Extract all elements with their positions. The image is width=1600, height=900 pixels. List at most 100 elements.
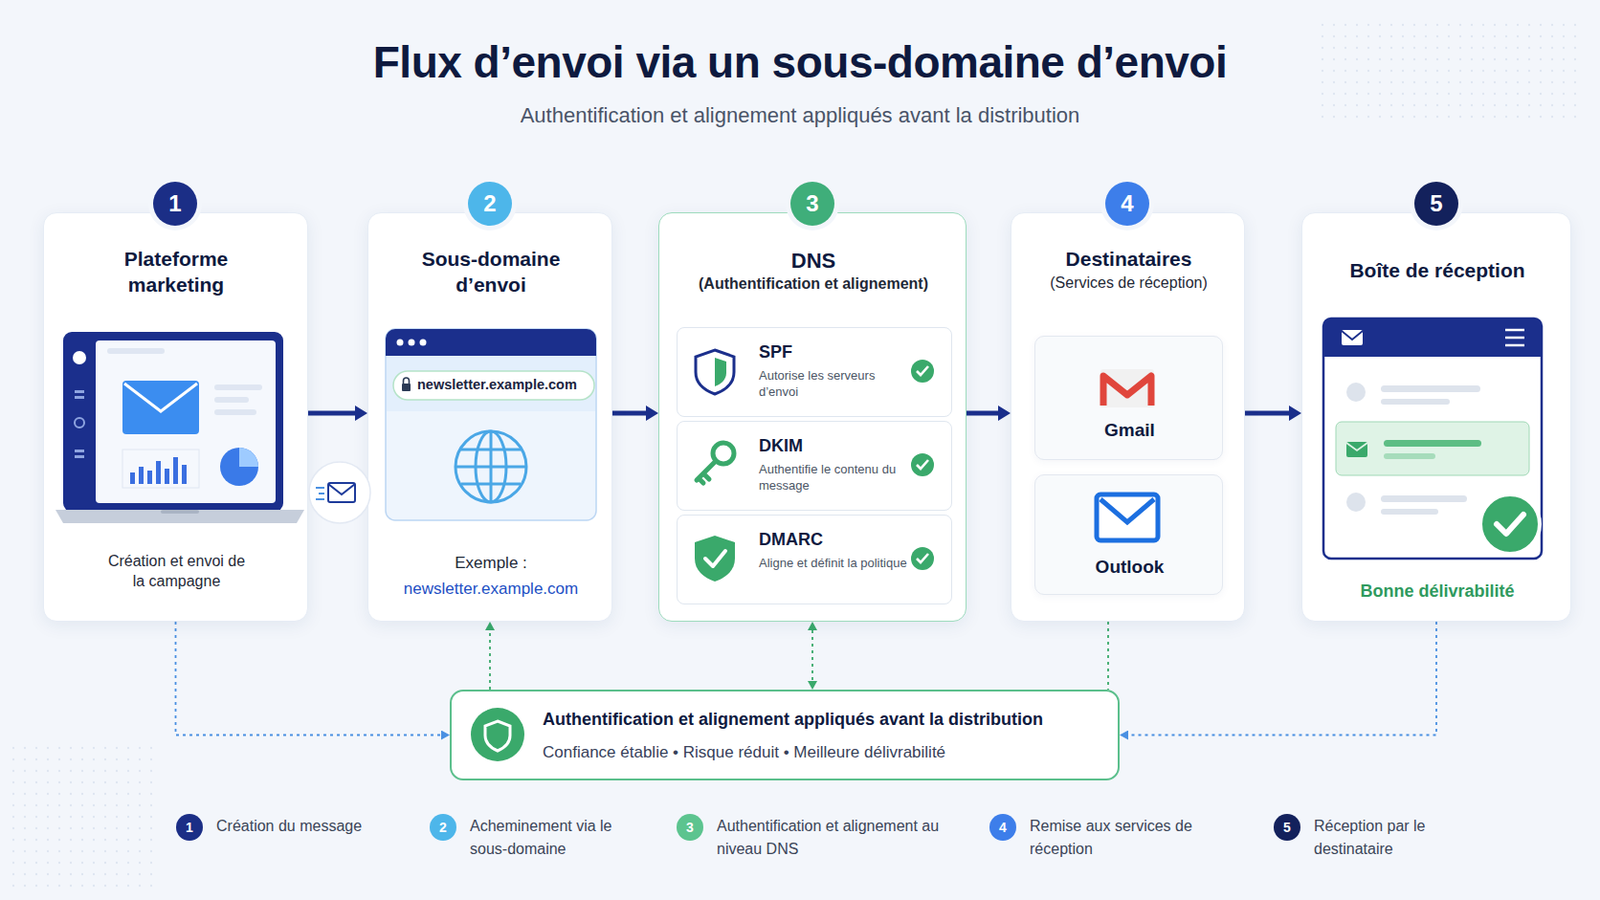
laptop-illustration — [155, 461, 161, 485]
check-mark-icon — [911, 359, 934, 571]
laptop-illustration — [173, 457, 178, 485]
dmarc-shield-icon — [705, 551, 726, 567]
flow-arrow — [612, 411, 646, 417]
legend-text: Acheminement via le sous-domaine — [469, 815, 614, 862]
check-mark-icon — [911, 359, 934, 383]
browser-illustration — [420, 339, 427, 347]
laptop-illustration — [181, 465, 187, 485]
node-heading: Gmail — [1035, 419, 1224, 444]
dotted-link — [488, 630, 491, 690]
auth-record-box: DKIM Authentifie le contenu du message — [676, 421, 953, 512]
check-mark-icon — [916, 366, 929, 376]
band-shield-icon — [470, 708, 525, 762]
inbox-illustration — [1383, 453, 1436, 460]
node-body: Bonne délivrabilité — [1302, 580, 1573, 603]
browser-illustration — [385, 329, 597, 356]
inbox-illustration — [1323, 318, 1542, 559]
node-heading: DMARC — [758, 529, 903, 552]
spf-shield-icon — [695, 350, 734, 395]
browser-illustration — [403, 377, 410, 384]
callout-number: 3 — [790, 181, 835, 226]
inbox-illustration — [1341, 331, 1363, 340]
laptop-illustration — [164, 468, 170, 485]
check-mark-icon — [916, 554, 929, 563]
envelope-badge — [309, 462, 371, 524]
legend-text: Création du message — [216, 815, 408, 839]
dkim-key-icon — [712, 443, 734, 465]
step-card: Plateforme marketingCréation et envoi de… — [43, 212, 309, 623]
envelope-badge — [309, 462, 371, 524]
inbox-illustration — [1383, 440, 1482, 447]
inbox-illustration — [1346, 443, 1368, 451]
summary-band: Authentification et alignement appliqués… — [449, 689, 1120, 781]
laptop-illustration — [63, 332, 284, 512]
laptop-illustration — [74, 418, 85, 428]
diagram-title: Flux d’envoi via un sous-domaine d’envoi — [0, 36, 1600, 89]
inbox-illustration — [1505, 330, 1525, 346]
browser-illustration — [401, 383, 411, 392]
laptop-illustration — [122, 380, 200, 435]
inbox-illustration — [1335, 422, 1530, 476]
callout-number: 1 — [185, 820, 194, 837]
laptop-illustration — [214, 384, 263, 391]
step-card: Destinataires(Services de réception)Gmai… — [1010, 212, 1245, 623]
legend-text: Réception par le destinataire — [1313, 815, 1434, 862]
dotted-link — [1128, 622, 1437, 736]
callout-number: 2 — [467, 181, 512, 226]
inbox-illustration — [1346, 442, 1368, 458]
laptop-illustration — [130, 472, 135, 485]
step-card: Sous-domaine d’envoiExemple :newsletter.… — [367, 212, 613, 623]
gmail-logo — [1103, 376, 1152, 406]
inbox-illustration — [1380, 385, 1481, 393]
check-mark-icon — [911, 453, 934, 477]
node-heading: Sous-domaine d’envoi — [404, 245, 578, 299]
gmail-logo — [1100, 369, 1155, 408]
inbox-illustration — [1346, 492, 1366, 512]
callout-number: 4 — [1105, 181, 1150, 226]
node-heading: DKIM — [758, 435, 903, 458]
browser-illustration — [475, 431, 507, 503]
flow-arrow — [308, 411, 356, 417]
subtitle: Authentification et alignement appliqués… — [0, 103, 1600, 129]
browser-illustration — [455, 431, 527, 503]
callout-number: 5 — [1414, 181, 1459, 226]
laptop-illustration — [214, 409, 257, 416]
check-mark-icon — [916, 460, 929, 469]
laptop-illustration — [72, 351, 87, 365]
laptop-illustration — [55, 332, 305, 524]
inbox-illustration — [1380, 509, 1439, 515]
inbox-illustration — [1346, 382, 1366, 402]
flow-arrow — [966, 411, 999, 417]
callout-number: 1 — [153, 181, 198, 226]
laptop-illustration — [147, 470, 153, 485]
inbox-illustration — [1496, 514, 1524, 534]
outlook-logo — [1100, 499, 1155, 523]
envelope-badge — [328, 484, 356, 495]
legend-swatch: 2 — [429, 814, 457, 842]
url-text: newsletter.example.com — [417, 377, 578, 394]
node-body: Authentifie le contenu du message — [758, 462, 908, 495]
laptop-illustration — [95, 340, 276, 504]
step-card: Boîte de réceptionBonne délivrabilité — [1301, 212, 1572, 623]
outlook-logo — [1096, 494, 1158, 541]
band-shield-icon — [470, 708, 525, 762]
node-body: Création et envoi de la campagne — [107, 552, 246, 593]
laptop-illustration — [124, 383, 198, 412]
laptop-illustration — [74, 449, 85, 453]
dns-card: DNS(Authentification et alignement)SPFAu… — [658, 212, 967, 623]
dkim-key-icon — [696, 461, 716, 484]
node-body: Autorise les serveurs d’envoi — [758, 368, 908, 401]
callout-number: 3 — [686, 820, 694, 837]
node-body: (Services de réception) — [1011, 273, 1246, 294]
node-heading: DNS — [659, 247, 968, 276]
callout-number: 2 — [439, 820, 447, 837]
inbox-illustration — [1323, 318, 1542, 357]
legend-swatch: 5 — [1273, 814, 1301, 842]
laptop-illustration — [239, 447, 259, 467]
band-shield-icon — [485, 721, 511, 752]
laptop-illustration — [55, 510, 305, 524]
outlook-logo — [1096, 494, 1158, 541]
legend-swatch: 1 — [176, 814, 203, 842]
callout-number: 4 — [999, 820, 1007, 837]
